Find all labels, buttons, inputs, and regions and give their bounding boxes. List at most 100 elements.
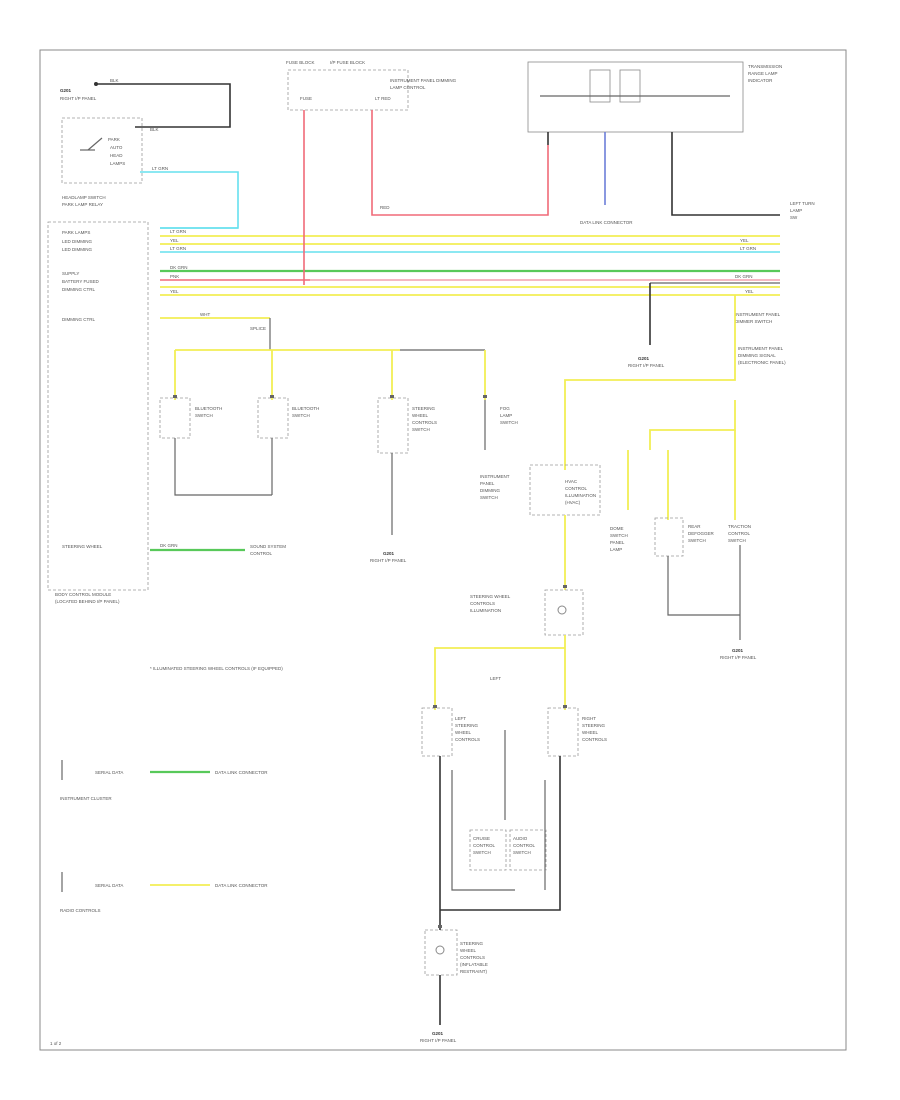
component-label: TRACTION bbox=[728, 524, 751, 529]
component-label: TRANSMISSION bbox=[748, 64, 782, 69]
component-label: CONTROL bbox=[473, 843, 495, 848]
component-label: ILLUMINATION bbox=[565, 493, 596, 498]
wire-label: BLK bbox=[150, 127, 159, 132]
component-label: RANGE LAMP bbox=[748, 71, 778, 76]
ground-label: G201 bbox=[60, 88, 72, 93]
headlamp-switch-group: BLK G201 RIGHT I/P PANEL BLK PARK AUTO H… bbox=[60, 78, 239, 229]
switch-auto: AUTO bbox=[110, 145, 123, 150]
bcm-pin: BATTERY FUSED bbox=[62, 279, 100, 284]
component-label: RESTRAINT) bbox=[460, 969, 488, 974]
wire-label: YEL bbox=[170, 238, 179, 243]
component-label: FUSE BLOCK bbox=[286, 60, 315, 65]
component-label: INSTRUMENT PANEL bbox=[738, 346, 784, 351]
component-label: WHEEL bbox=[412, 413, 429, 418]
transmission-module: TRANSMISSION RANGE LAMP INDICATOR DATA L… bbox=[527, 61, 815, 225]
component-label: CONTROLS bbox=[582, 737, 607, 742]
component-label: CONTROL bbox=[728, 531, 750, 536]
component-label: SWITCH bbox=[610, 533, 628, 538]
component-label: INSTRUMENT bbox=[480, 474, 510, 479]
wire-label: WHT bbox=[200, 312, 210, 317]
ground-sublabel: RIGHT I/P PANEL bbox=[628, 363, 665, 368]
component-label: STEERING bbox=[412, 406, 436, 411]
wire-label: PNK bbox=[170, 274, 179, 279]
wire-label: DK GRN bbox=[735, 274, 753, 279]
wire-label: LT GRN bbox=[152, 166, 168, 171]
headlamp-switch-label: HEADLAMP SWITCH bbox=[62, 195, 106, 200]
component-label: DEFOGGER bbox=[688, 531, 715, 536]
page-number: 1 of 2 bbox=[50, 1041, 62, 1046]
footnote: * ILLUMINATED STEERING WHEEL CONTROLS (I… bbox=[150, 666, 283, 671]
bcm-note: BODY CONTROL MODULE bbox=[55, 592, 111, 597]
steering-controls-lower: LEFT LEFT STEERING WHEEL CONTROLS RIGHT … bbox=[421, 676, 607, 911]
ground-sublabel: RIGHT I/P PANEL bbox=[720, 655, 757, 660]
component-label: (ELECTRONIC PANEL) bbox=[738, 360, 786, 365]
switch-park: PARK bbox=[108, 137, 120, 142]
wire-label: YEL bbox=[170, 289, 179, 294]
component-label: LAMP bbox=[790, 208, 802, 213]
component-label: WHEEL bbox=[582, 730, 599, 735]
component-label: PANEL bbox=[610, 540, 625, 545]
component-label: SWITCH bbox=[292, 413, 310, 418]
component-label: CONTROLS bbox=[412, 420, 437, 425]
component-label: STEERING bbox=[582, 723, 606, 728]
fuse-block-top: FUSE BLOCK I/P FUSE BLOCK FUSE RED LT RE… bbox=[286, 60, 549, 285]
component-label: SWITCH bbox=[688, 538, 706, 543]
component-label: BLUETOOTH bbox=[292, 406, 319, 411]
ground-icon bbox=[94, 82, 98, 86]
switch-lamps: LAMPS bbox=[110, 161, 125, 166]
component-label: LEFT bbox=[490, 676, 501, 681]
component-label: INDICATOR bbox=[748, 78, 773, 83]
component-label: LAMP bbox=[610, 547, 622, 552]
component-box bbox=[424, 929, 458, 976]
component-label: LEFT bbox=[455, 716, 466, 721]
component-label: CONTROL bbox=[513, 843, 535, 848]
pin-label: SERIAL DATA bbox=[95, 883, 123, 888]
coil-icon bbox=[435, 945, 445, 955]
wire-label: YEL bbox=[745, 289, 754, 294]
component-label: RADIO CONTROLS bbox=[60, 908, 101, 913]
component-label: SWITCH bbox=[480, 495, 498, 500]
diagram-frame bbox=[39, 49, 847, 1051]
switch-row-top: BLUETOOTH SWITCH BLUETOOTH SWITCH STEERI… bbox=[159, 397, 518, 563]
component-label: CONTROLS bbox=[455, 737, 480, 742]
component-label: SWITCH bbox=[513, 850, 531, 855]
component-label: STEERING bbox=[460, 941, 484, 946]
component-label: CONTROLS bbox=[460, 955, 485, 960]
component-box bbox=[654, 517, 684, 557]
wire-label: LT GRN bbox=[170, 246, 186, 251]
switch-head: HEAD bbox=[110, 153, 123, 158]
component-label: BLUETOOTH bbox=[195, 406, 222, 411]
component-label: HVAC bbox=[565, 479, 578, 484]
component-label: WHEEL bbox=[460, 948, 477, 953]
component-label: CONTROL bbox=[250, 551, 272, 556]
ground-label: G201 bbox=[732, 648, 744, 653]
ground-label: G201 bbox=[432, 1031, 444, 1036]
component-label: (HVAC) bbox=[565, 500, 581, 505]
bcm-pin-labels: PARK LAMPS LED DIMMING LED DIMMING SUPPL… bbox=[55, 230, 120, 604]
component-label: LAMP CONTROL bbox=[390, 85, 426, 90]
ground-label: G201 bbox=[638, 356, 650, 361]
wire-label: DK GRN bbox=[170, 265, 188, 270]
component-label: LAMP bbox=[500, 413, 512, 418]
ground-sublabel: RIGHT I/P PANEL bbox=[60, 96, 97, 101]
component-label: CRUISE bbox=[473, 836, 490, 841]
component-label: PANEL bbox=[480, 481, 495, 486]
component-label: FOG bbox=[500, 406, 510, 411]
component-label: DIMMER SWITCH bbox=[735, 319, 772, 324]
component-label: SWITCH bbox=[500, 420, 518, 425]
wire-label: DK GRN bbox=[160, 543, 178, 548]
component-label: INSTRUMENT PANEL bbox=[735, 312, 781, 317]
bcm-pin: SUPPLY bbox=[62, 271, 79, 276]
component-label: SWITCH bbox=[728, 538, 746, 543]
component-label: (INFLATABLE bbox=[460, 962, 488, 967]
component-label: LEFT TURN bbox=[790, 201, 815, 206]
pin-label: SERIAL DATA bbox=[95, 770, 123, 775]
component-label: ILLUMINATION bbox=[470, 608, 501, 613]
component-label: AUDIO bbox=[513, 836, 528, 841]
component-label: FUSE bbox=[300, 96, 312, 101]
component-label: SWITCH bbox=[473, 850, 491, 855]
bcm-pin: DIMMING CTRL bbox=[62, 287, 95, 292]
component-label: STEERING WHEEL bbox=[470, 594, 511, 599]
ground-sublabel: RIGHT I/P PANEL bbox=[370, 558, 407, 563]
